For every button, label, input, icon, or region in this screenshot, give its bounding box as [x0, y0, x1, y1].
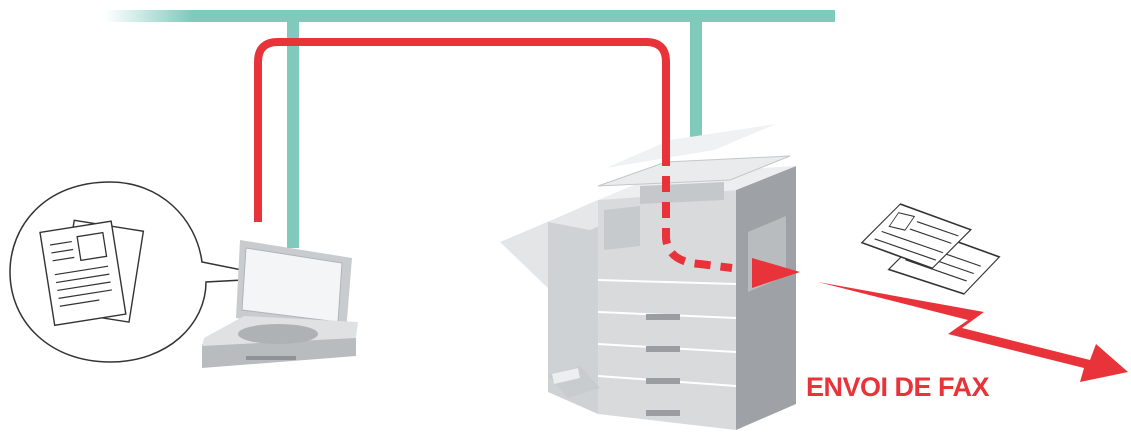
fax-path-solid: [258, 42, 666, 222]
fax-pages-icon: [857, 202, 1005, 296]
multifunction-printer-icon: [500, 124, 796, 430]
lightning-arrow-icon: [818, 282, 1128, 382]
laptop-computer-icon: [202, 240, 358, 368]
network-drop-pc: [287, 16, 299, 248]
network-backbone: [105, 10, 835, 22]
network-drop-mfp: [690, 16, 702, 140]
fax-send-label: ENVOI DE FAX: [806, 372, 990, 402]
